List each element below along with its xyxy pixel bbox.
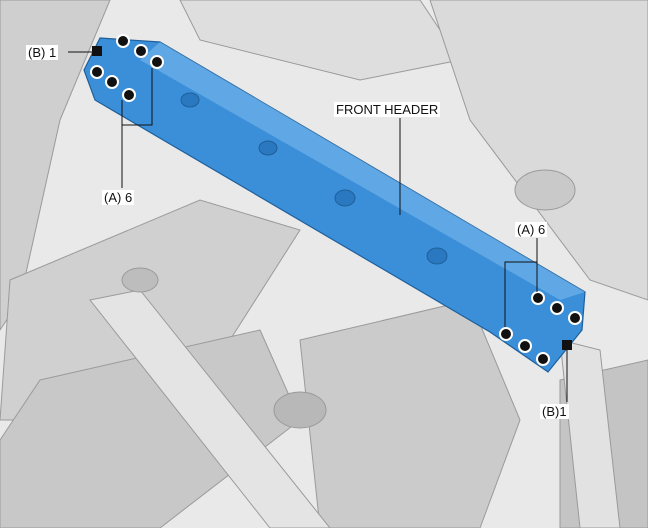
label-front-header: FRONT HEADER (334, 102, 441, 117)
weld-spots-a-top-left (90, 34, 164, 102)
weld-point-b-top-left (92, 46, 102, 56)
label-a-top-left: (A) 6 (102, 190, 135, 205)
label-a-bottom-right: (A) 6 (515, 222, 548, 237)
weld-spots-a-bottom-right (499, 291, 582, 366)
label-b-bottom-right: (B)1 (540, 404, 569, 419)
label-b-top-left: (B) 1 (26, 45, 59, 60)
front-header-beam (83, 37, 586, 373)
leader-lines (68, 51, 568, 402)
weld-point-b-bottom-right (562, 340, 572, 350)
